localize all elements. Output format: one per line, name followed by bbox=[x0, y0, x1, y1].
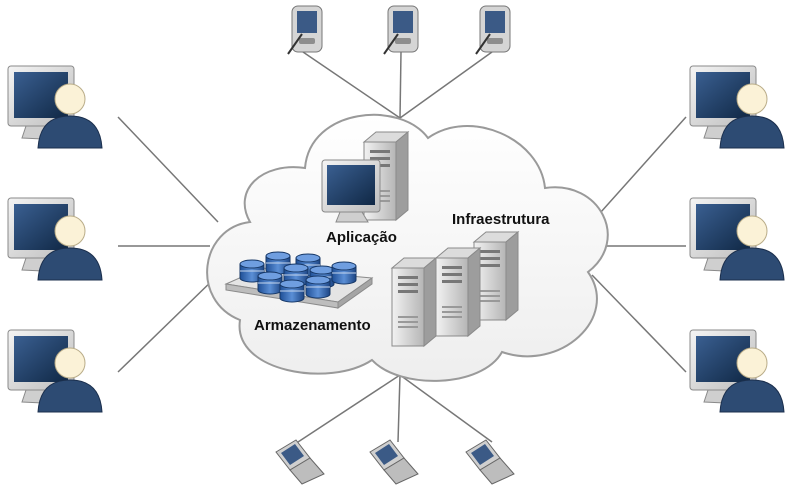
infrastructure-label: Infraestrutura bbox=[452, 211, 550, 228]
connector-right-top bbox=[591, 116, 687, 223]
connector-bottom-center bbox=[397, 374, 401, 443]
workstation-right-bottom bbox=[689, 329, 785, 413]
connector-right-bottom bbox=[591, 274, 687, 373]
connector-left-bottom bbox=[117, 274, 219, 373]
connector-bottom-left bbox=[297, 374, 401, 443]
connector-top-right bbox=[399, 51, 493, 119]
connector-left-top bbox=[117, 116, 219, 223]
connector-top-center bbox=[399, 51, 402, 119]
application-server-icon bbox=[321, 131, 409, 223]
workstation-left-top bbox=[7, 65, 103, 149]
phone-center bbox=[369, 439, 419, 485]
workstation-left-bottom bbox=[7, 329, 103, 413]
pda-center bbox=[383, 5, 419, 55]
phone-left bbox=[275, 439, 325, 485]
storage-label: Armazenamento bbox=[254, 317, 371, 334]
phone-right bbox=[465, 439, 515, 485]
application-label: Aplicação bbox=[326, 229, 397, 246]
connector-top-left bbox=[302, 51, 401, 119]
pda-right bbox=[475, 5, 511, 55]
storage-database-icon bbox=[224, 251, 374, 309]
workstation-right-top bbox=[689, 65, 785, 149]
workstation-left-middle bbox=[7, 197, 103, 281]
connectors bbox=[117, 51, 687, 443]
pda-left bbox=[287, 5, 323, 55]
workstation-right-middle bbox=[689, 197, 785, 281]
connector-bottom-right bbox=[399, 374, 493, 443]
